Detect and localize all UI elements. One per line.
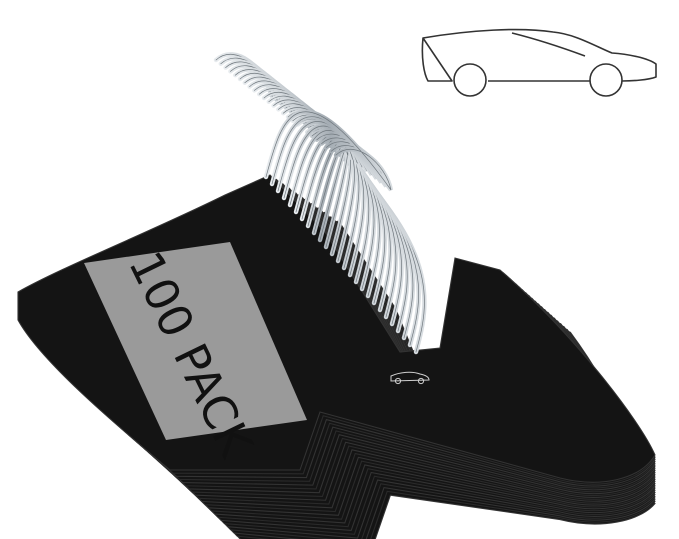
hanger-car-logo-icon [390, 371, 430, 385]
pack-label: 100 PACK [84, 242, 307, 466]
hanger-hooks [213, 52, 427, 355]
car-logo-icon [421, 28, 657, 97]
hanger-hook-edge [265, 111, 392, 191]
